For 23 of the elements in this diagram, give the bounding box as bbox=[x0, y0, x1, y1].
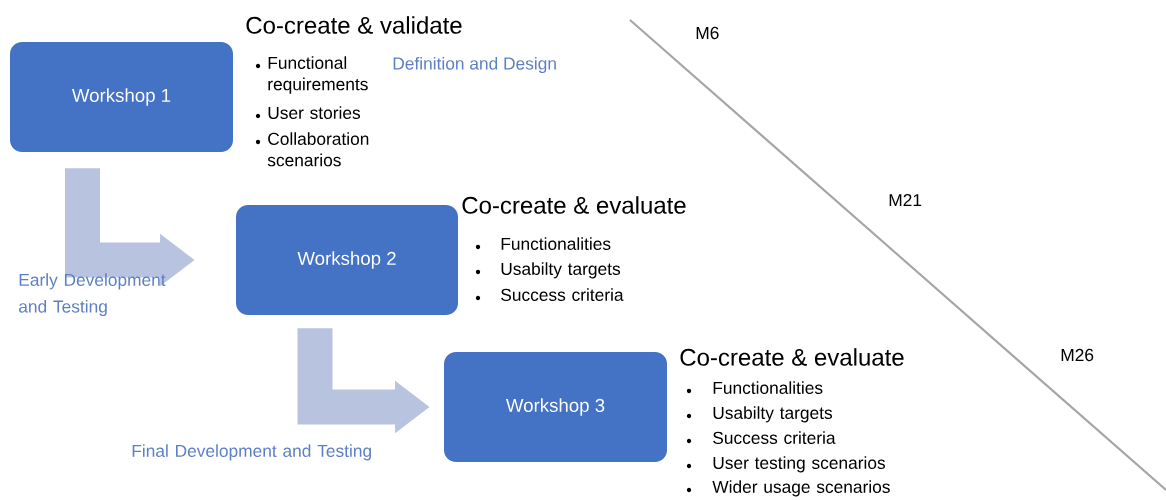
heading: Co-create & evaluate bbox=[462, 196, 686, 214]
bullet-item: User testing scenarios bbox=[686, 456, 886, 473]
edge-label: Early Development and Testing bbox=[19, 273, 166, 317]
bullet-item: Success criteria bbox=[686, 431, 836, 444]
bullet-item: Success criteria bbox=[475, 288, 624, 301]
milestone-label: M26 bbox=[1061, 348, 1094, 362]
milestone-label: M21 bbox=[889, 193, 922, 207]
bullet-item: Usabilty targets bbox=[475, 262, 621, 279]
heading: Co-create & validate bbox=[246, 16, 462, 34]
bullet-item: Functionalities bbox=[475, 237, 611, 250]
edge-label: Final Development and Testing bbox=[132, 444, 371, 461]
heading: Co-create & evaluate bbox=[680, 348, 904, 366]
bullet-item: Functionalities bbox=[686, 381, 823, 394]
bullet-item: Functional requirements bbox=[255, 56, 368, 94]
bullet-item: Usabilty targets bbox=[686, 406, 833, 423]
milestone-label: M6 bbox=[696, 26, 719, 40]
workshop-box: Workshop 2 bbox=[236, 205, 458, 315]
phase-label: Definition and Design bbox=[393, 56, 556, 74]
bullet-item: Wider usage scenarios bbox=[686, 480, 890, 497]
workshop-box: Workshop 1 bbox=[10, 42, 233, 152]
bullet-item: Collaboration scenarios bbox=[255, 132, 369, 167]
workshop-box: Workshop 3 bbox=[444, 352, 667, 462]
bullet-item: User stories bbox=[255, 106, 361, 119]
